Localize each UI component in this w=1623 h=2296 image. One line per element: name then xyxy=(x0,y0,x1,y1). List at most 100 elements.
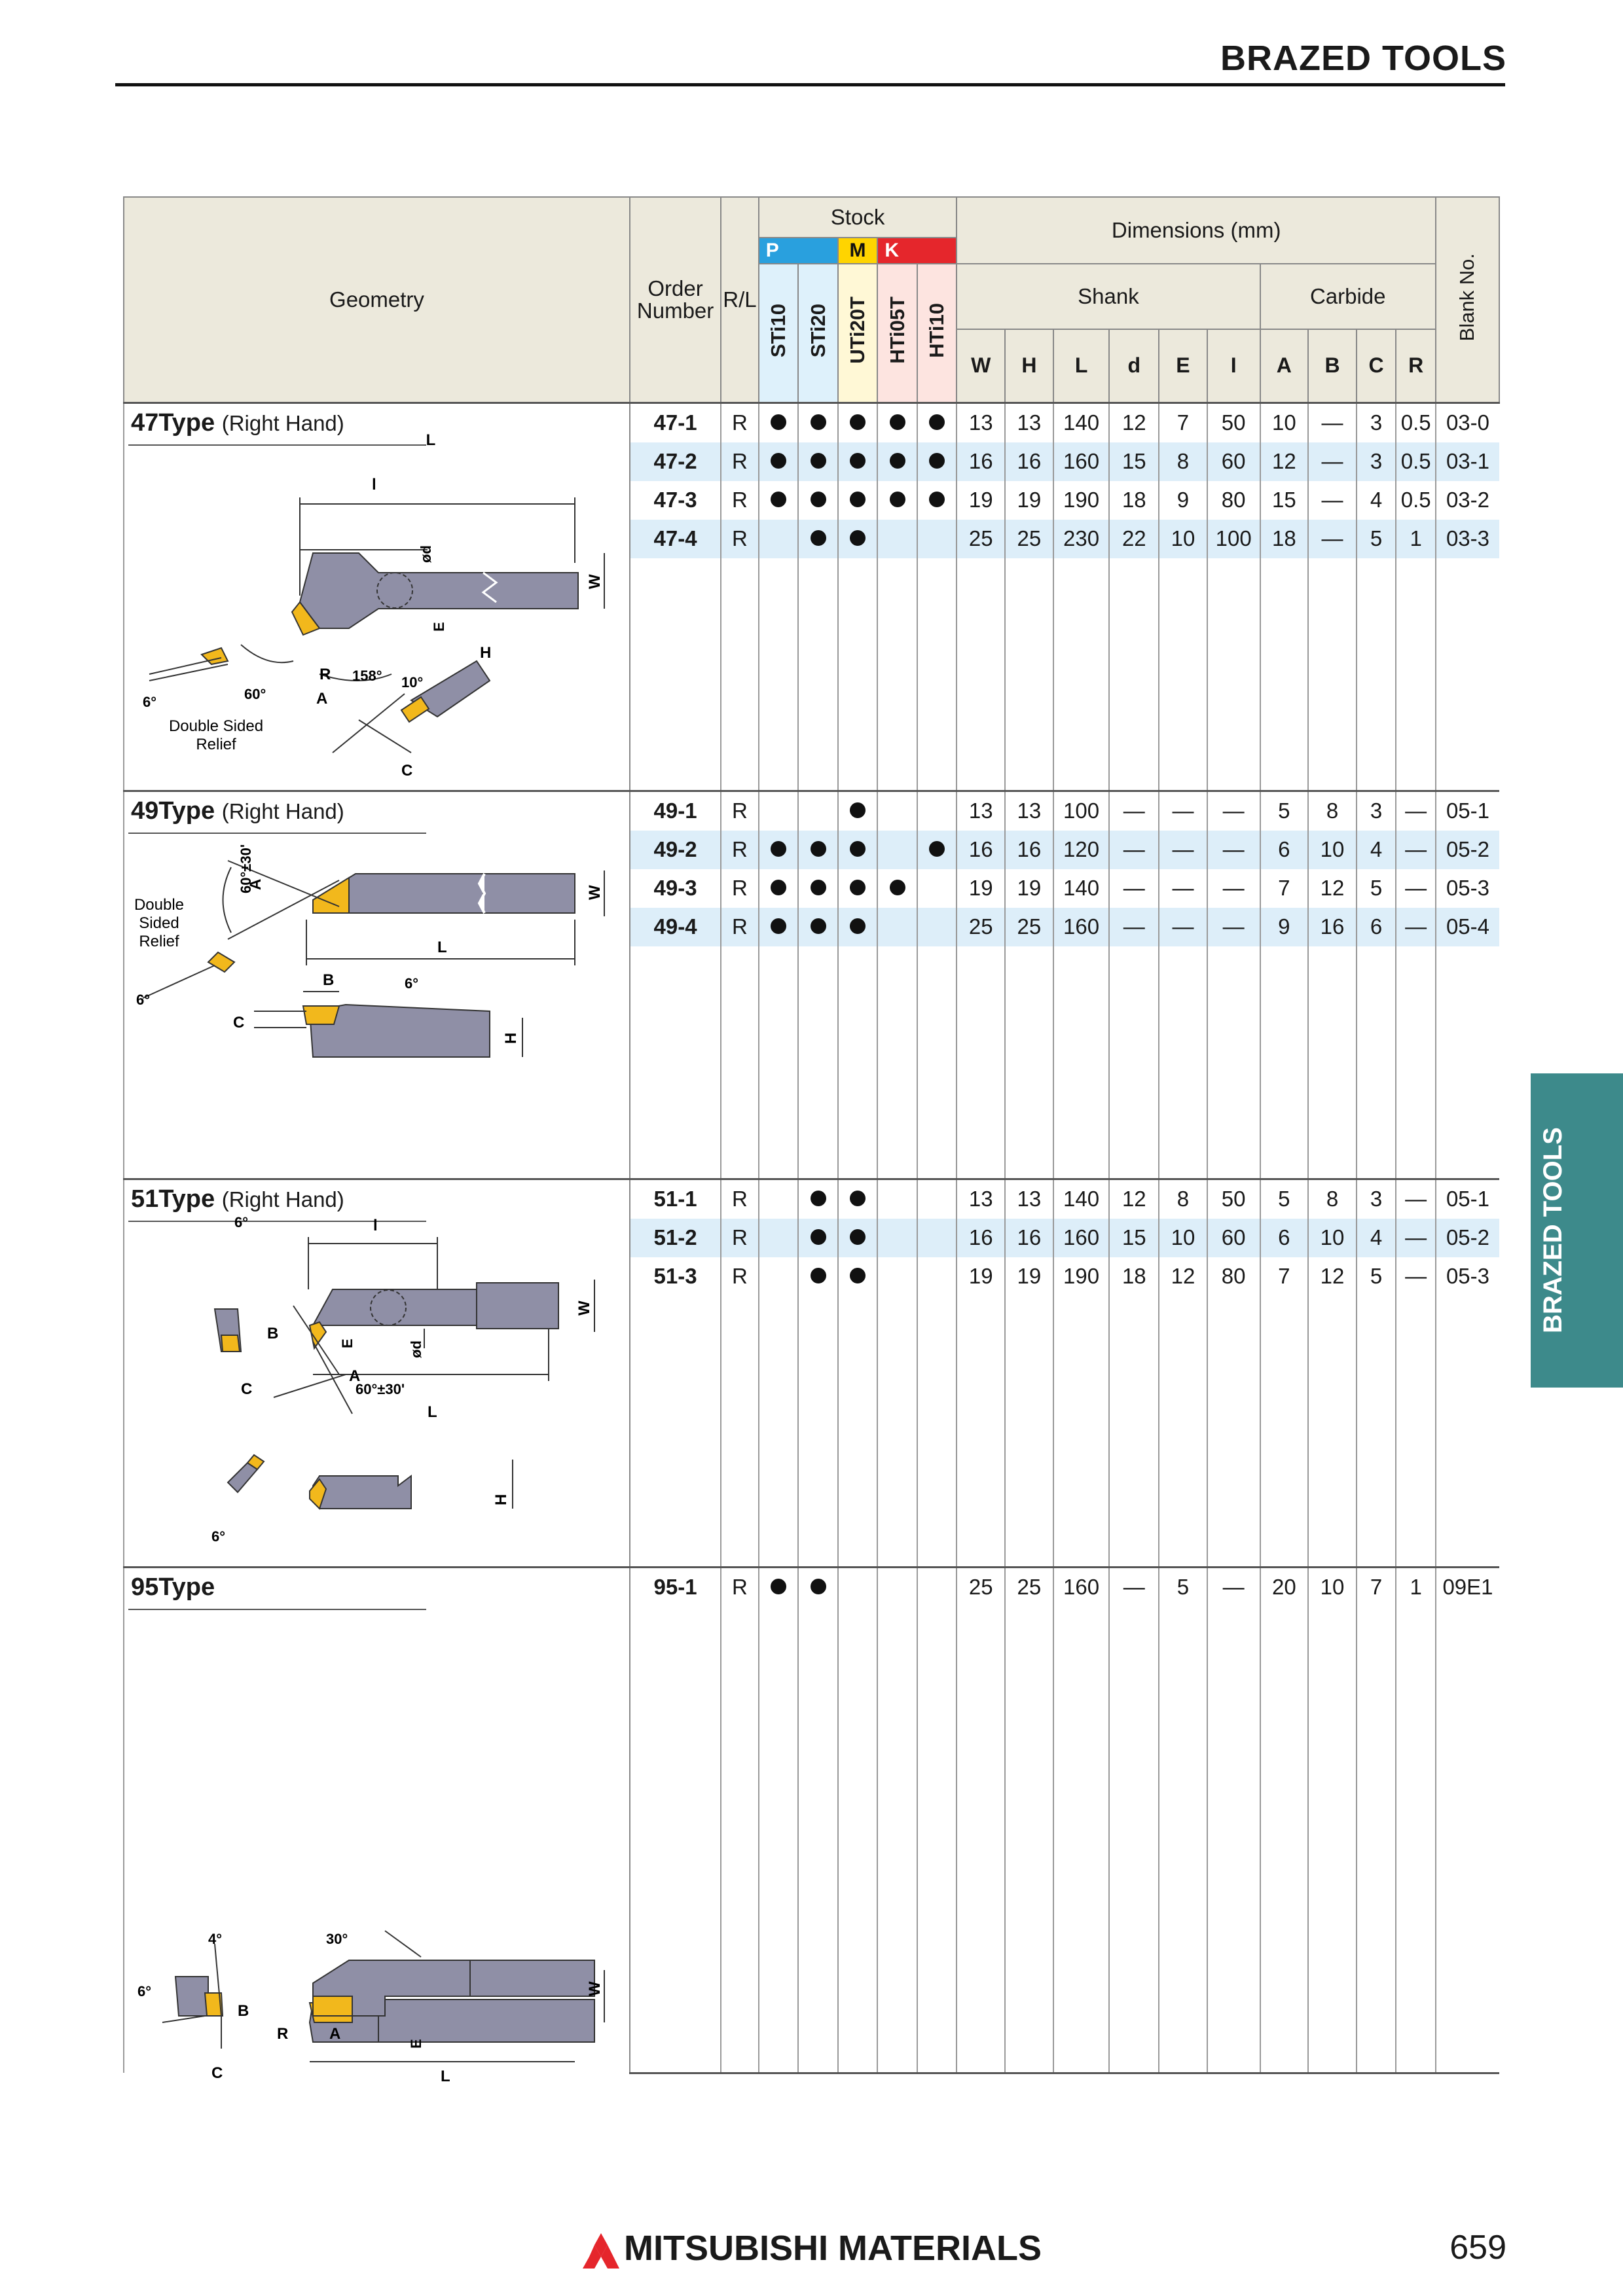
dim-d: 15 xyxy=(1108,442,1159,481)
filler-row xyxy=(124,1295,1499,1567)
dim-h: 13 xyxy=(1004,1177,1053,1219)
label-60-30: 60°±30' xyxy=(356,1381,405,1397)
empty-cell xyxy=(956,558,1006,791)
label-158: 158° xyxy=(352,668,382,684)
stock-dot-icon xyxy=(810,918,826,934)
dim-h: 25 xyxy=(1004,519,1053,558)
rl-value: R xyxy=(720,401,759,442)
label-W: W xyxy=(586,885,604,900)
type-rule xyxy=(128,1608,426,1610)
empty-cell xyxy=(797,946,838,1179)
label-C: C xyxy=(241,1380,252,1398)
dim-r: — xyxy=(1395,789,1436,831)
stock-hti05t xyxy=(877,442,917,481)
col-d: d xyxy=(1108,329,1160,403)
stock-uti20t xyxy=(837,907,878,946)
empty-cell xyxy=(720,1295,759,1567)
empty-cell xyxy=(1259,946,1309,1179)
stock-uti20t xyxy=(837,830,878,869)
dim-d: — xyxy=(1108,830,1159,869)
empty-cell xyxy=(1259,1295,1309,1567)
dim-a: 7 xyxy=(1259,869,1309,908)
dim-r: 0.5 xyxy=(1395,401,1436,442)
empty-cell xyxy=(837,558,878,791)
grade-group-p: P xyxy=(757,237,839,264)
empty-cell xyxy=(1052,558,1110,791)
dim-e: 8 xyxy=(1158,442,1207,481)
order-number: 95-1 xyxy=(629,1566,721,1607)
label-relief-3: Relief xyxy=(139,933,179,950)
empty-cell xyxy=(877,1295,917,1567)
grade-uti20t-header: UTi20T xyxy=(837,263,879,403)
dim-h: 16 xyxy=(1004,442,1053,481)
dim-d: 12 xyxy=(1108,401,1159,442)
rl-value: R xyxy=(720,789,759,831)
dim-l: 100 xyxy=(1052,789,1110,831)
dim-b: 12 xyxy=(1307,1257,1357,1296)
stock-dot-icon xyxy=(810,1268,826,1283)
stock-hti10 xyxy=(916,442,957,481)
order-number: 49-2 xyxy=(629,830,721,869)
blank-no: 03-1 xyxy=(1434,442,1499,481)
rl-value: R xyxy=(720,1218,759,1257)
label-L: L xyxy=(437,939,447,956)
label-L: L xyxy=(428,1403,437,1421)
empty-cell xyxy=(916,946,957,1179)
empty-cell xyxy=(1259,558,1309,791)
empty-cell xyxy=(1307,1606,1357,2074)
blank-no: 03-3 xyxy=(1434,519,1499,558)
dim-w: 13 xyxy=(956,789,1006,831)
stock-uti20t xyxy=(837,1218,878,1257)
order-number: 47-2 xyxy=(629,442,721,481)
empty-cell xyxy=(1158,946,1207,1179)
col-h: H xyxy=(1004,329,1054,403)
dim-d: 18 xyxy=(1108,480,1159,520)
dim-b: — xyxy=(1307,519,1357,558)
dim-l: 230 xyxy=(1052,519,1110,558)
stock-dot-icon xyxy=(810,1579,826,1594)
dim-b: 8 xyxy=(1307,789,1357,831)
dim-w: 13 xyxy=(956,1177,1006,1219)
dim-i: — xyxy=(1206,869,1260,908)
insert-49 xyxy=(312,876,350,914)
dim-e: 10 xyxy=(1158,519,1207,558)
label-relief-2: Sided xyxy=(139,914,179,932)
empty-cell xyxy=(916,1295,957,1567)
drawing-95-type: 4° 30° 6° B R A E W C L H 6° xyxy=(137,1930,605,2081)
dim-b: 8 xyxy=(1307,1177,1357,1219)
stock-hti10 xyxy=(916,830,957,869)
dim-l: 140 xyxy=(1052,401,1110,442)
empty-cell xyxy=(1395,1295,1436,1567)
stock-hti10 xyxy=(916,869,957,908)
type-hand: (Right Hand) xyxy=(221,410,344,435)
dim-a: 20 xyxy=(1259,1566,1309,1607)
dim-h: 19 xyxy=(1004,869,1053,908)
col-w: W xyxy=(956,329,1006,403)
empty-cell xyxy=(1004,1606,1053,2074)
label-H: H xyxy=(492,1494,510,1505)
col-e: E xyxy=(1158,329,1208,403)
dim-e: 10 xyxy=(1158,1218,1207,1257)
stock-dot-icon xyxy=(770,453,786,469)
stock-dot-icon xyxy=(850,492,866,507)
empty-cell xyxy=(1206,558,1260,791)
order-number: 51-2 xyxy=(629,1218,721,1257)
stock-sti10 xyxy=(757,907,799,946)
carbide-header: Carbide xyxy=(1259,263,1436,330)
filler-row xyxy=(124,1606,1499,2074)
stock-sti20 xyxy=(797,519,838,558)
dim-h: 13 xyxy=(1004,789,1053,831)
grade-hti10-header: HTi10 xyxy=(916,263,958,403)
empty-cell xyxy=(629,1606,721,2074)
label-10: 10° xyxy=(401,674,423,691)
label-A: A xyxy=(316,690,327,708)
label-B: B xyxy=(238,2002,249,2020)
dim-r: 1 xyxy=(1395,519,1436,558)
empty-cell xyxy=(877,1606,917,2074)
dim-b: 10 xyxy=(1307,1566,1357,1607)
dim-w: 25 xyxy=(956,907,1006,946)
rl-value: R xyxy=(720,1177,759,1219)
type-name: 49Type xyxy=(131,797,215,825)
